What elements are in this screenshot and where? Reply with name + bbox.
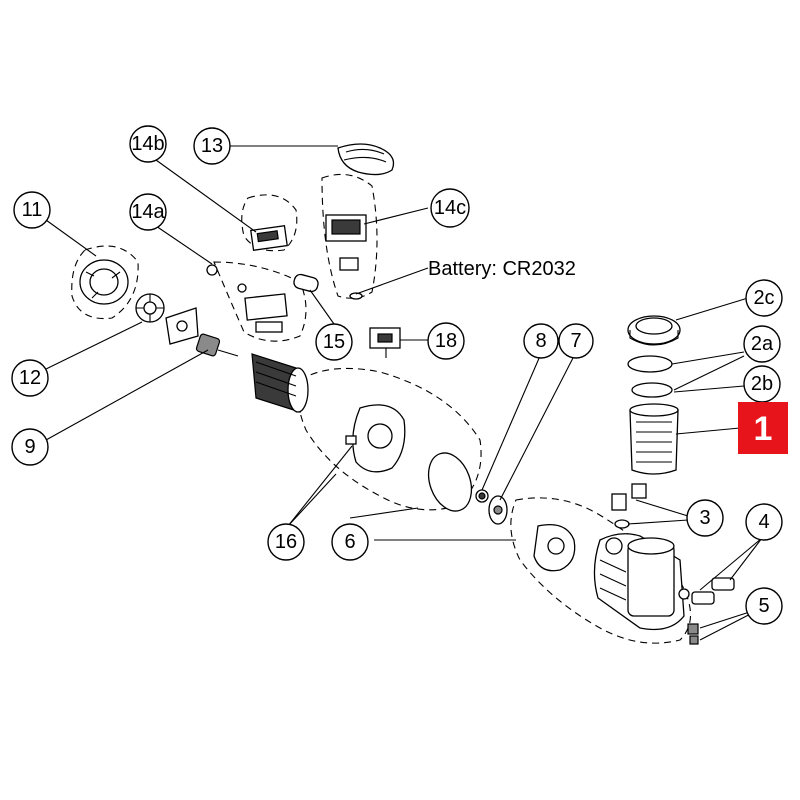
callout-6-label: 6 — [344, 531, 355, 553]
callout-11: 11 — [13, 191, 51, 229]
callout-9-label: 9 — [24, 436, 35, 458]
callout-9: 9 — [11, 428, 49, 466]
callout-2c: 2c — [745, 279, 783, 317]
callout-15: 15 — [315, 323, 353, 361]
callout-11-label: 11 — [22, 199, 43, 221]
callout-13: 13 — [193, 127, 231, 165]
union-fitting-part — [678, 577, 735, 605]
enclosure-part — [206, 264, 288, 333]
callout-5: 5 — [745, 587, 783, 625]
callout-2a-label: 2a — [751, 333, 774, 355]
callout-3: 3 — [686, 499, 724, 537]
callout-14b: 14b — [129, 125, 167, 163]
callout-2b: 2b — [743, 365, 781, 403]
callout-14c: 14c — [430, 188, 470, 228]
battery-coin-part — [349, 292, 363, 300]
cable-part — [337, 143, 395, 176]
sensor-part — [369, 327, 401, 358]
callout-16-label: 16 — [275, 531, 297, 553]
callout-4-label: 4 — [758, 511, 769, 533]
callout-16: 16 — [267, 523, 305, 561]
callout-2b-label: 2b — [751, 373, 773, 395]
callout-14c-label: 14c — [434, 197, 466, 219]
callout-15-label: 15 — [323, 331, 345, 353]
drain-fitting-part — [611, 483, 647, 529]
housing-oring-part — [427, 452, 473, 512]
basket-part — [629, 403, 679, 475]
callout-4: 4 — [745, 503, 783, 541]
callout-7: 7 — [558, 323, 594, 359]
lid-part — [627, 355, 673, 373]
rotor-part — [195, 333, 239, 357]
callout-14a-label: 14a — [131, 201, 165, 223]
callout-14b-label: 14b — [131, 133, 164, 155]
callout-5-label: 5 — [758, 595, 769, 617]
callout-2a: 2a — [743, 325, 781, 363]
callout-12-label: 12 — [19, 367, 41, 389]
motor-body-part — [251, 353, 309, 413]
diffuser-part — [533, 523, 576, 572]
callout-18-label: 18 — [435, 330, 457, 352]
callout-8: 8 — [523, 323, 559, 359]
callout-3-label: 3 — [699, 507, 710, 529]
drain-plug-part — [687, 623, 699, 645]
fan-cover-part — [79, 259, 129, 305]
callout-12: 12 — [11, 359, 49, 397]
lid-oring-part — [631, 382, 673, 398]
end-bell-part — [165, 307, 199, 345]
highlight-badge: 1 — [738, 402, 788, 454]
impeller-part — [488, 495, 508, 525]
lid-ring-part — [627, 315, 681, 346]
highlight-label: 1 — [754, 410, 773, 448]
callout-2c-label: 2c — [753, 287, 774, 309]
leader-lines — [43, 145, 763, 641]
callout-13-label: 13 — [201, 135, 223, 157]
pump-housing-part — [593, 533, 685, 631]
callout-6: 6 — [331, 523, 369, 561]
callout-18: 18 — [427, 322, 465, 360]
battery-holder-part — [293, 273, 319, 293]
controller-board-part — [250, 224, 288, 252]
battery-note: Battery: CR2032 — [428, 258, 576, 280]
display-module-part — [325, 214, 367, 271]
shaft-seal-part — [475, 489, 489, 503]
fan-part — [135, 293, 165, 323]
callout-8-label: 8 — [535, 330, 546, 352]
callout-7-label: 7 — [570, 330, 581, 352]
callout-14a: 14a — [129, 193, 167, 231]
seal-plate-part — [345, 404, 406, 473]
